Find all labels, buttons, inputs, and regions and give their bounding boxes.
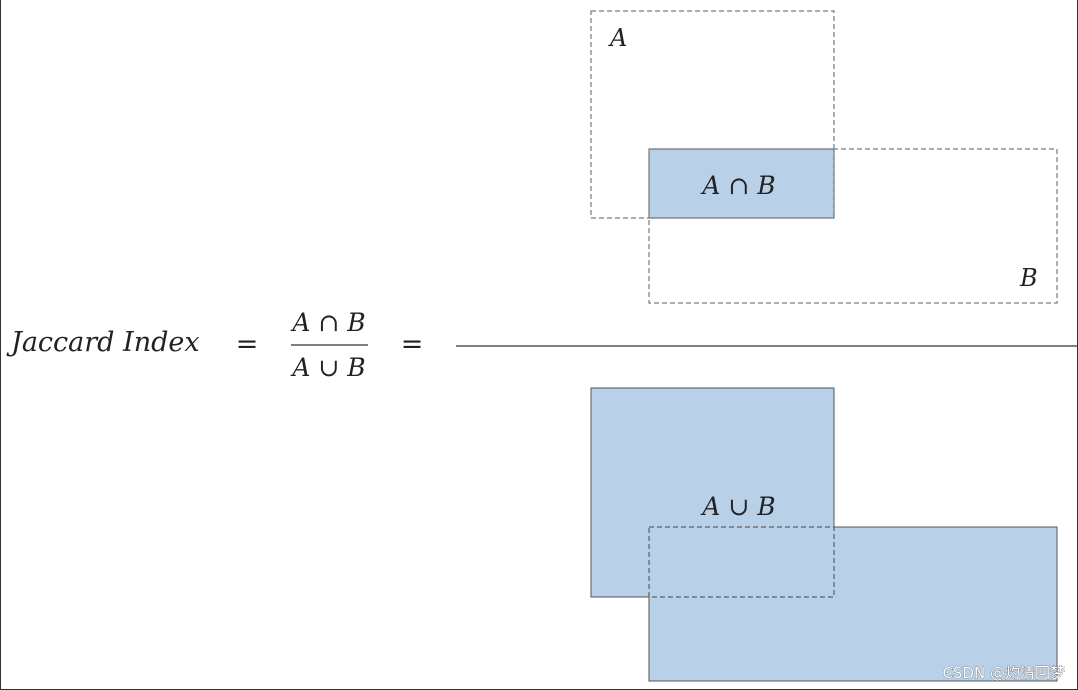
overlap-outline (648, 526, 835, 598)
set-a-label: A (608, 24, 627, 52)
set-b-outline (648, 148, 1058, 304)
jaccard-index-label: Jaccard Index (6, 327, 200, 358)
denominator-label: A ∪ B (290, 353, 365, 382)
union-label: A ∪ B (700, 492, 775, 521)
set-a-outline (590, 10, 835, 219)
watermark: CSDN @灼清回梦 (942, 664, 1065, 682)
equals-sign-1: = (236, 329, 259, 360)
equals-sign-2: = (401, 329, 424, 360)
intersection-region (648, 148, 835, 219)
set-b-label: B (1019, 264, 1038, 292)
intersection-label: A ∩ B (700, 171, 775, 200)
numerator-label: A ∩ B (290, 308, 365, 337)
union-region (590, 387, 1058, 682)
